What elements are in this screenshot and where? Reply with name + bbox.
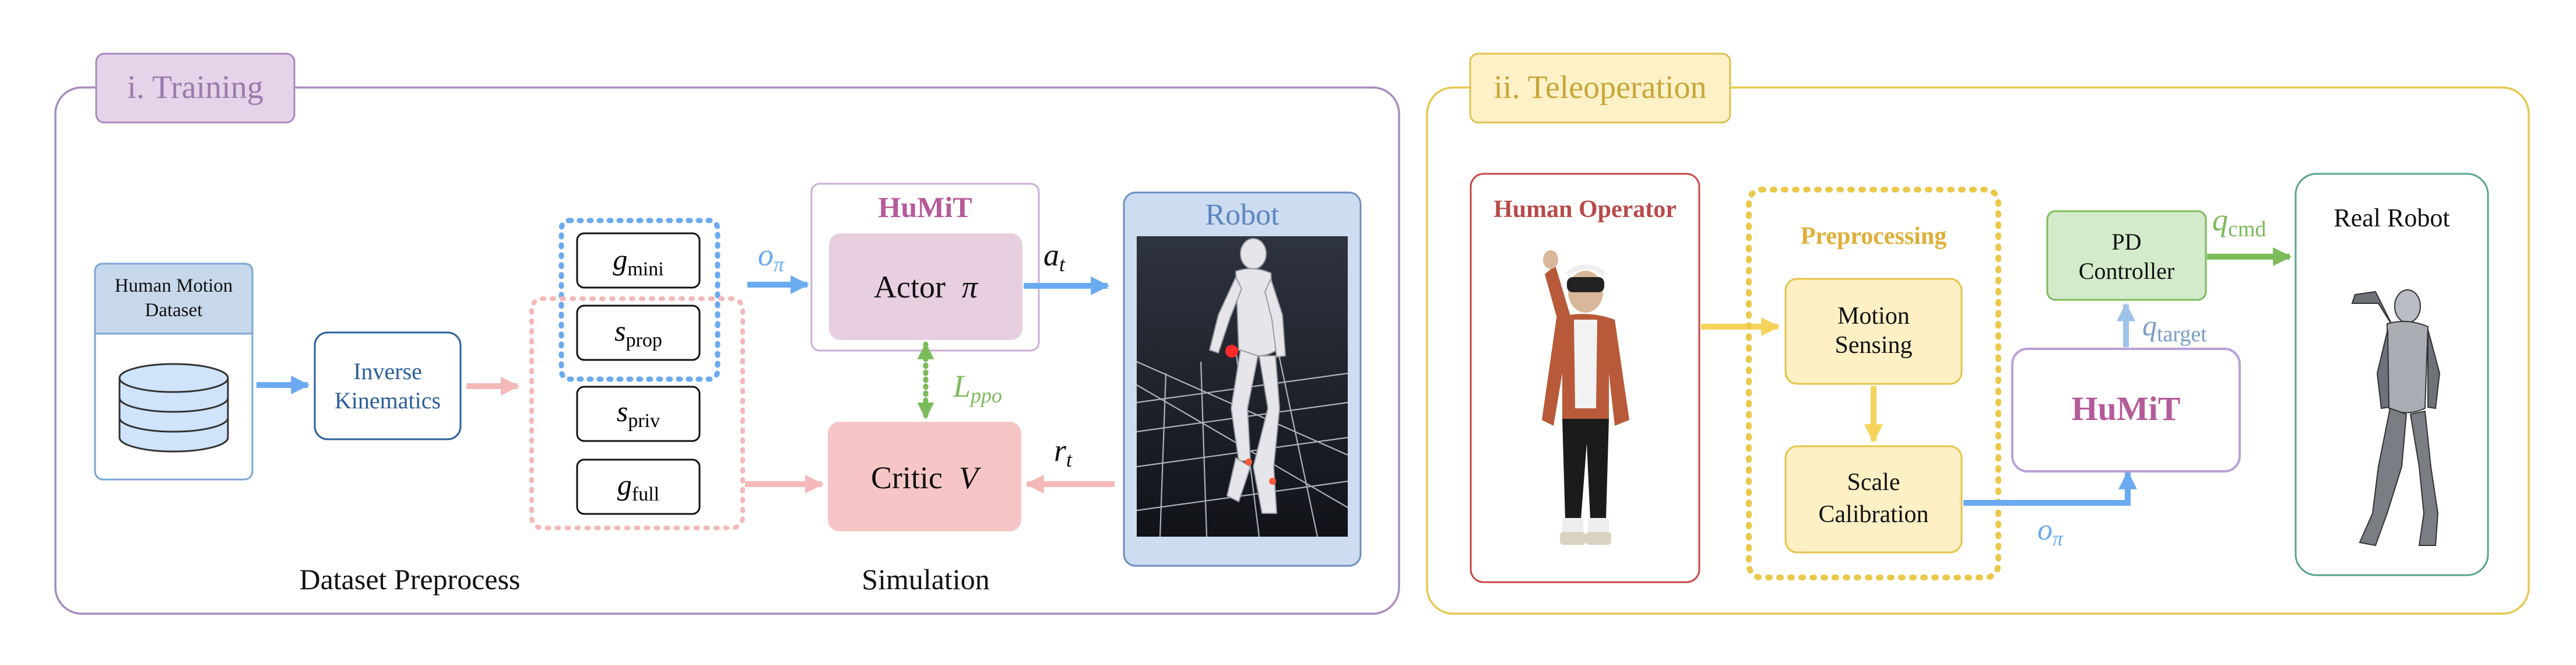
- g-mini-base: g: [613, 243, 627, 276]
- real-robot-label: Real Robot: [2333, 204, 2450, 232]
- obs-s-prop: sprop: [576, 304, 701, 361]
- preprocessing-group: [1746, 187, 2001, 580]
- teleoperation-tab: [1469, 52, 1731, 124]
- training-panel: i. Training Human Motion Dataset Inverse…: [54, 52, 1400, 615]
- obs-s-priv: spriv: [576, 386, 701, 442]
- scale-calibration-line2: Calibration: [1819, 501, 1929, 528]
- critic-box: [828, 422, 1021, 531]
- actor-box: [829, 233, 1022, 340]
- g-full-base: g: [617, 468, 632, 501]
- obs-g-mini: gmini: [576, 232, 701, 289]
- human-motion-dataset-box: Human Motion Dataset: [94, 262, 254, 481]
- scale-calibration-line1: Scale: [1847, 469, 1900, 496]
- training-panel-border: [54, 86, 1400, 615]
- ik-line2: Kinematics: [335, 387, 441, 414]
- robot-label: Robot: [1205, 198, 1280, 232]
- pd-line2: Controller: [2079, 258, 2174, 284]
- real-robot-image: [2351, 289, 2441, 547]
- robot-simulation-image: [1137, 236, 1348, 537]
- svg-text:sprop: sprop: [614, 314, 662, 351]
- dataset-preprocess-caption: Dataset Preprocess: [299, 563, 520, 596]
- training-tab: [95, 52, 296, 124]
- human-operator-label: Human Operator: [1493, 196, 1677, 223]
- preprocessing-label: Preprocessing: [1801, 223, 1946, 250]
- s-priv-base: s: [617, 395, 628, 428]
- humit-tele-box: [2011, 348, 2241, 473]
- scale-calibration-box: [1784, 445, 1963, 554]
- actor-observation-group: [558, 218, 721, 382]
- a-t-label: at: [1043, 237, 1066, 276]
- obs-g-full: gfull: [576, 459, 701, 515]
- q-cmd-label: qcmd: [2212, 202, 2266, 242]
- g-full-sub: full: [632, 484, 659, 505]
- pd-line1: PD: [2111, 229, 2141, 255]
- dataset-title-line2: Dataset: [145, 300, 203, 321]
- r-t-label: rt: [1054, 433, 1073, 471]
- tele-o-pi-label: oπ: [2037, 513, 2064, 550]
- g-mini-sub: mini: [627, 258, 663, 280]
- l-ppo-label: Lppo: [953, 369, 1002, 407]
- s-prop-base: s: [614, 314, 625, 347]
- human-operator-image: [1542, 250, 1629, 545]
- training-tab-label: i. Training: [127, 69, 263, 106]
- motion-sensing-box: [1784, 278, 1963, 385]
- svg-text:gfull: gfull: [617, 468, 659, 505]
- q-target-label: qtarget: [2142, 309, 2207, 346]
- pd-controller-box: [2046, 210, 2207, 301]
- humit-tele-label: HuMiT: [2072, 390, 2181, 428]
- motion-sensing-line2: Sensing: [1835, 332, 1912, 359]
- o-pi-label: oπ: [758, 237, 785, 276]
- teleoperation-panel: ii. Teleoperation Human Operator Prep: [1426, 52, 2530, 615]
- teleoperation-panel-border: [1426, 86, 2530, 615]
- inverse-kinematics-box: [314, 331, 462, 440]
- s-prop-sub: prop: [626, 330, 662, 351]
- teleoperation-tab-label: ii. Teleoperation: [1493, 69, 1706, 106]
- humit-training-label: HuMiT: [878, 191, 972, 223]
- s-priv-sub: priv: [628, 410, 660, 432]
- motion-sensing-line1: Motion: [1837, 303, 1910, 330]
- ik-line1: Inverse: [353, 358, 422, 384]
- svg-text:spriv: spriv: [617, 395, 660, 432]
- arrow-calibration-to-humit: [1963, 470, 2138, 506]
- database-icon: [118, 363, 229, 453]
- simulation-caption: Simulation: [862, 563, 989, 596]
- dataset-title-line1: Human Motion: [115, 275, 233, 296]
- svg-text:gmini: gmini: [613, 243, 663, 280]
- critic-observation-group: [529, 296, 745, 530]
